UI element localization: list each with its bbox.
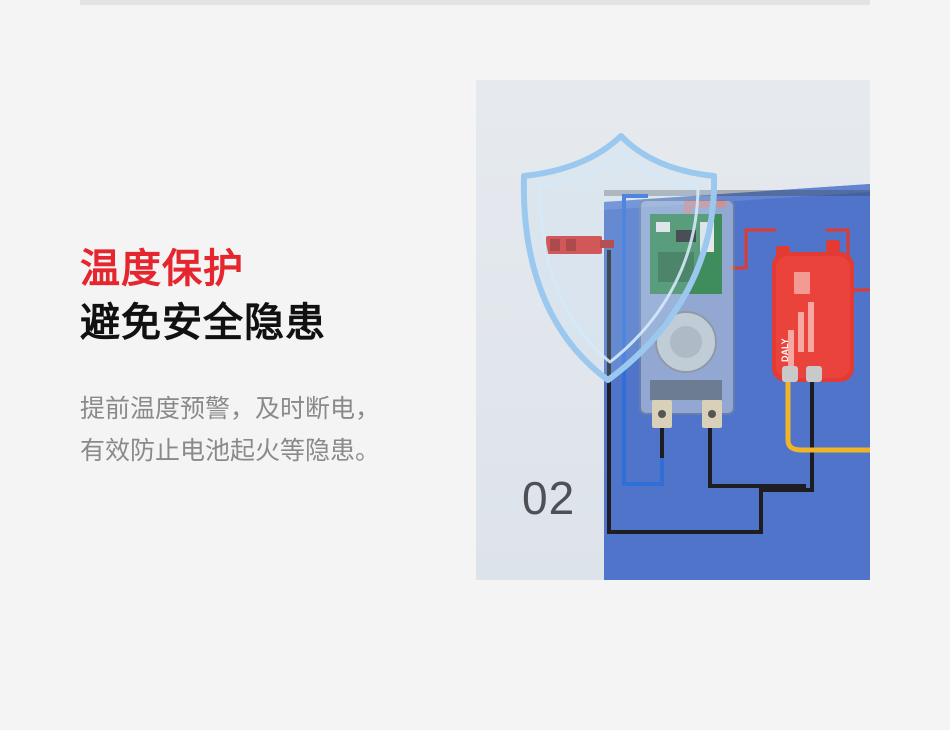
description-line-2: 有效防止电池起火等隐患。 [80, 436, 381, 465]
blue-cable [622, 194, 664, 486]
section-title: 避免安全隐患 [80, 300, 326, 346]
daly-module [772, 240, 854, 382]
product-photo: DALY 02 [476, 80, 870, 580]
shield-icon [520, 133, 718, 383]
section-title-accent: 温度保护 [80, 246, 244, 292]
section-description: 提前温度预警，及时断电， 有效防止电池起火等隐患。 [80, 388, 460, 472]
yellow-cable [785, 380, 870, 453]
top-divider [80, 0, 870, 5]
module-brand-label: DALY [780, 338, 790, 362]
description-line-1: 提前温度预警，及时断电， [80, 394, 381, 423]
step-number: 02 [522, 472, 576, 524]
red-connector [546, 236, 614, 254]
